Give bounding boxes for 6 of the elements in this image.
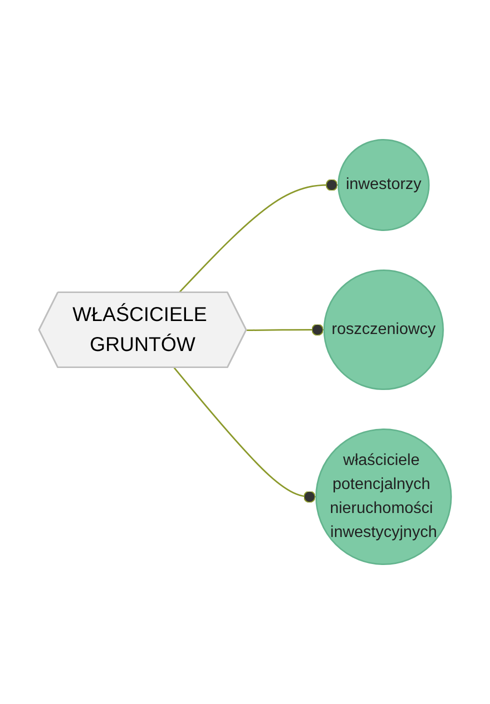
node-circle: inwestorzy [338,138,430,232]
node-circle: właściciele potencjalnych nieruchomości inwestycyjnych [315,428,452,566]
connector [178,178,338,294]
connector [174,367,316,503]
node-circle: roszczeniowcy [323,270,444,390]
connector [246,324,324,336]
